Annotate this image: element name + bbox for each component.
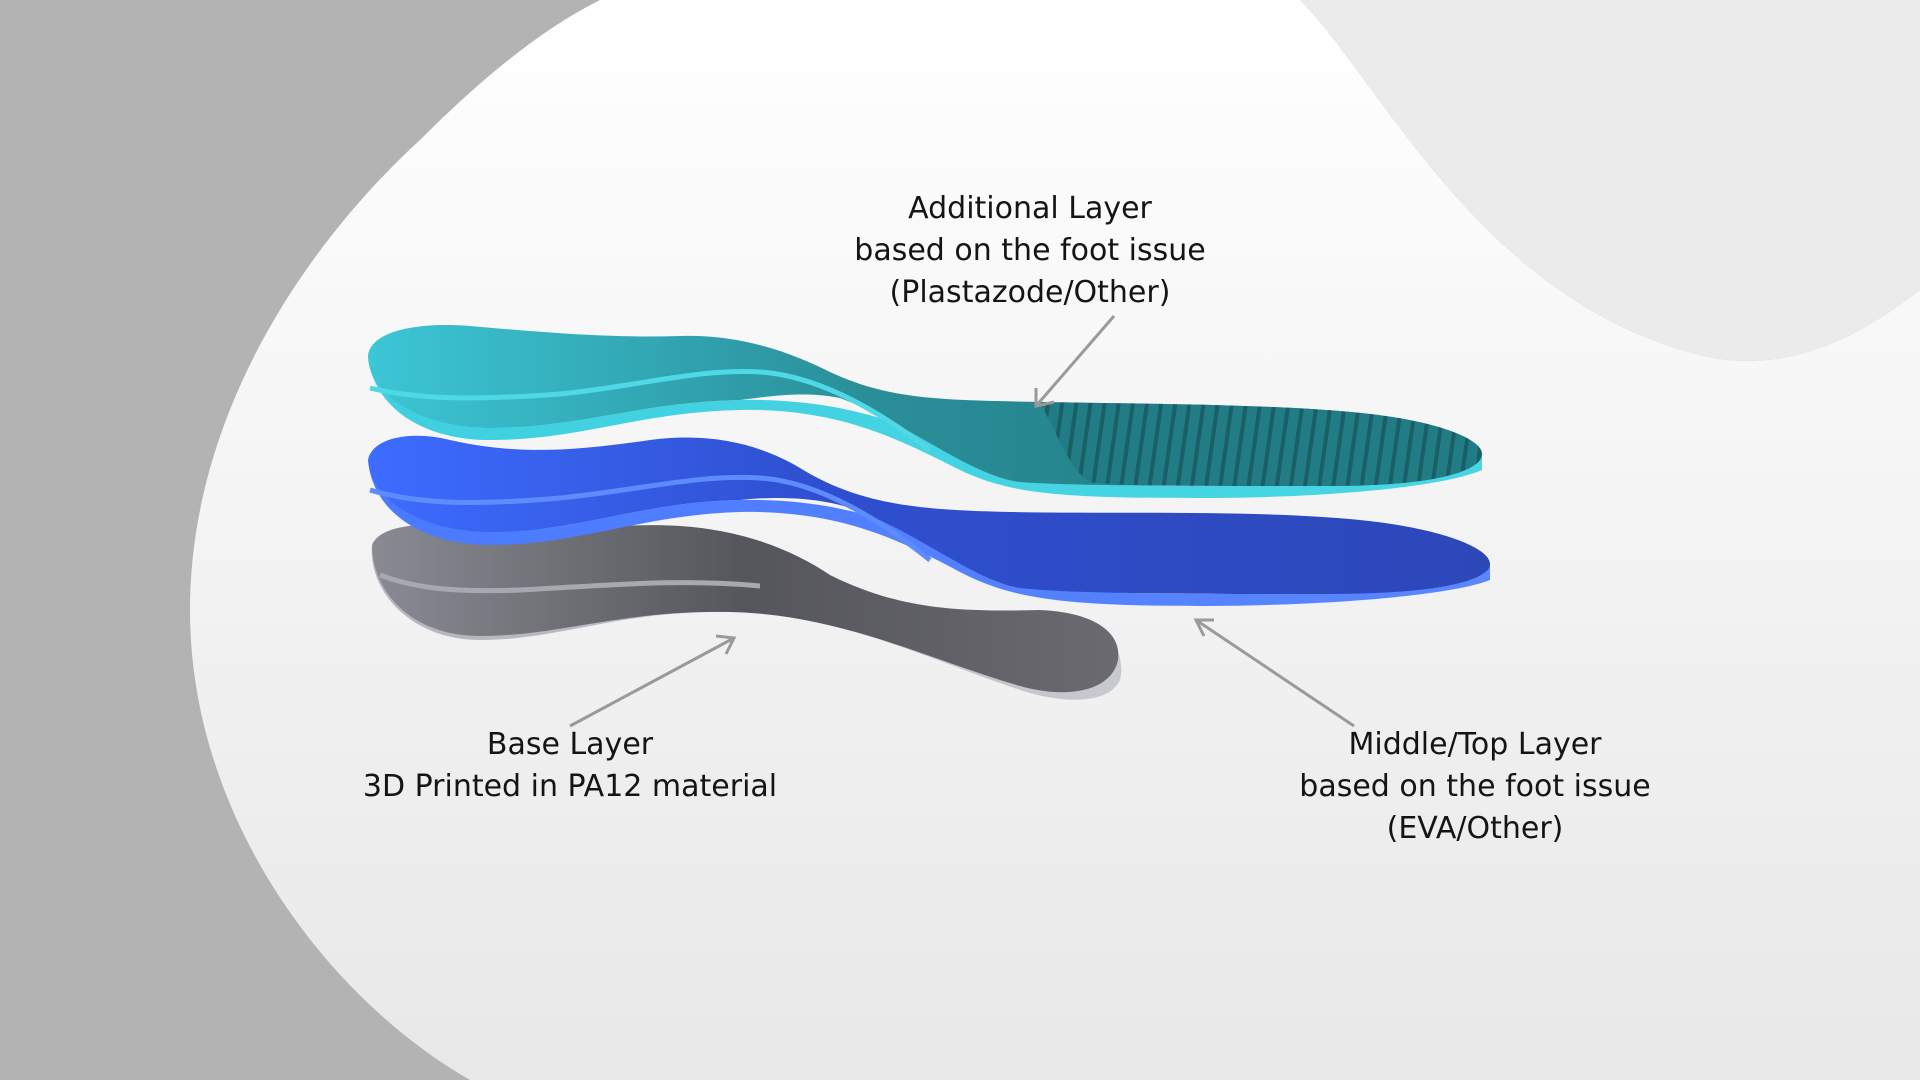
arrow-additional-layer [1034,315,1116,408]
base-layer-material: 3D Printed in PA12 material [362,769,778,804]
middle-layer-label: Middle/Top Layer based on the foot issue… [1260,724,1690,850]
arrow-middle-layer [1193,618,1355,728]
additional-layer-title: Additional Layer [908,191,1152,226]
arrow-base-layer [569,634,737,728]
middle-layer-rim [369,474,932,562]
additional-layer-grooves [1040,402,1483,486]
base-layer-top [372,524,1119,693]
additional-layer-rim [369,368,932,452]
base-layer-insole [371,524,1122,700]
base-layer-label: Base Layer 3D Printed in PA12 material [330,724,810,808]
additional-layer-label: Additional Layer based on the foot issue… [830,188,1230,314]
base-layer-title: Base Layer [486,727,654,762]
base-layer-rim [379,572,761,594]
middle-layer-top [368,435,1491,594]
middle-layer-insole [368,435,1491,606]
middle-layer-material: (EVA/Other) [1386,811,1564,846]
background-blob-top-right [1300,0,1920,361]
additional-layer-subtitle: based on the foot issue [854,233,1206,268]
additional-layer-insole [368,325,1483,498]
middle-layer-title: Middle/Top Layer [1348,727,1602,762]
middle-layer-subtitle: based on the foot issue [1299,769,1651,804]
additional-layer-material: (Plastazode/Other) [889,275,1171,310]
